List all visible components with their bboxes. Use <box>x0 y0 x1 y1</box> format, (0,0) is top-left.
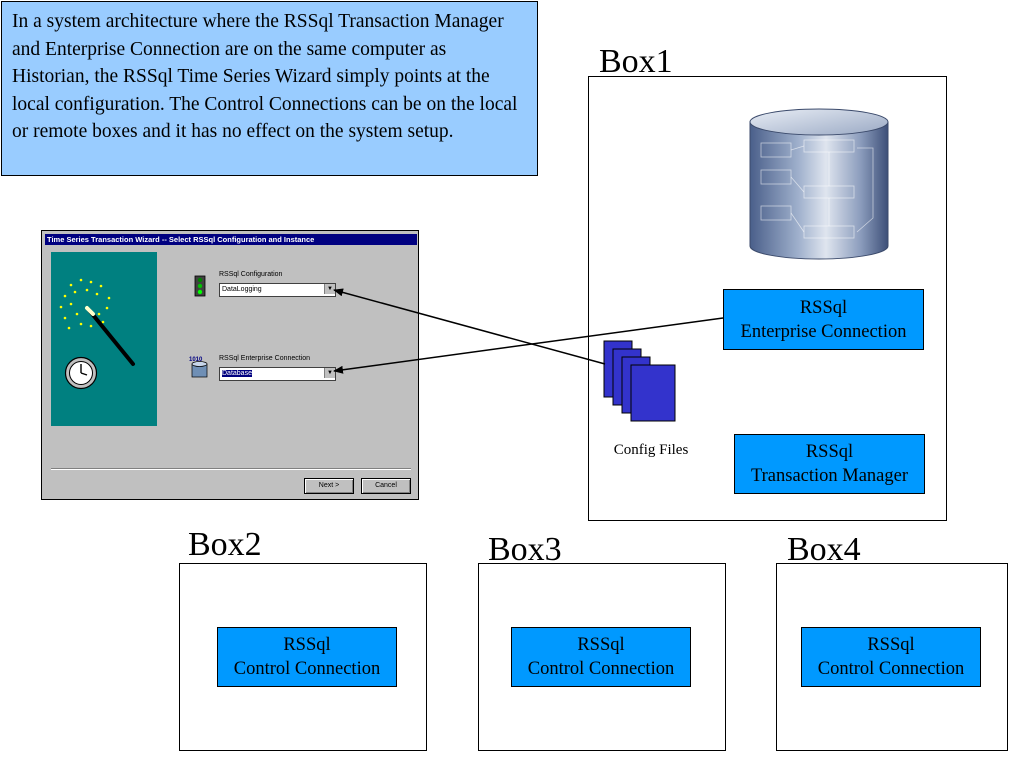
config-value: DataLogging <box>222 286 262 293</box>
wizard-title: Time Series Transaction Wizard -- Select… <box>45 234 417 245</box>
enterprise-line1: RSSql <box>799 297 848 318</box>
box3-control-connection: RSSql Control Connection <box>511 627 691 687</box>
box2-control-connection: RSSql Control Connection <box>217 627 397 687</box>
config-files-icon <box>603 340 676 422</box>
box4-label: Box4 <box>787 531 861 568</box>
config-combobox[interactable]: DataLogging ▼ <box>219 283 336 297</box>
ec-combobox[interactable]: Database ▼ <box>219 367 336 381</box>
box4-control-line2: Control Connection <box>817 659 965 679</box>
enterprise-connection-box: RSSql Enterprise Connection <box>723 289 924 350</box>
box4-control-connection: RSSql Control Connection <box>801 627 981 687</box>
ec-field-label: RSSql Enterprise Connection <box>219 355 311 362</box>
box3-control-line1: RSSql <box>577 635 625 655</box>
config-files-arrow <box>333 288 606 365</box>
box1-label: Box1 <box>599 43 673 80</box>
database-icon: 1010 <box>189 357 208 378</box>
wizard-window: Time Series Transaction Wizard -- Select… <box>41 230 419 500</box>
transaction-line2: Transaction Manager <box>750 466 909 486</box>
box3-control-line2: Control Connection <box>527 659 675 679</box>
clock-icon <box>64 356 98 390</box>
transaction-manager-box: RSSql Transaction Manager <box>734 434 925 494</box>
database-cylinder-icon <box>749 108 889 260</box>
svg-text:1010: 1010 <box>189 357 203 363</box>
box2-label: Box2 <box>188 526 262 563</box>
callout-text: In a system architecture where the RSSql… <box>12 11 518 142</box>
ec-value: Database <box>222 370 252 377</box>
next-button[interactable]: Next > <box>304 478 354 494</box>
box2-control-line2: Control Connection <box>233 659 381 679</box>
box2-control-line1: RSSql <box>283 635 331 655</box>
traffic-light-icon <box>194 275 206 297</box>
ec-dropdown-icon[interactable]: ▼ <box>324 368 335 378</box>
box4-control-line1: RSSql <box>867 635 915 655</box>
enterprise-connection-arrow <box>333 317 724 374</box>
wizard-artwork <box>51 252 157 426</box>
transaction-line1: RSSql <box>805 442 854 462</box>
config-files-label: Config Files <box>613 442 689 458</box>
wizard-separator <box>51 468 411 470</box>
config-dropdown-icon[interactable]: ▼ <box>324 284 335 294</box>
magic-wand-icon <box>59 278 135 366</box>
config-field-label: RSSql Configuration <box>219 271 283 278</box>
cancel-button[interactable]: Cancel <box>361 478 411 494</box>
box3-label: Box3 <box>488 531 562 568</box>
enterprise-line2: Enterprise Connection <box>740 321 907 342</box>
description-callout: In a system architecture where the RSSql… <box>1 1 538 176</box>
